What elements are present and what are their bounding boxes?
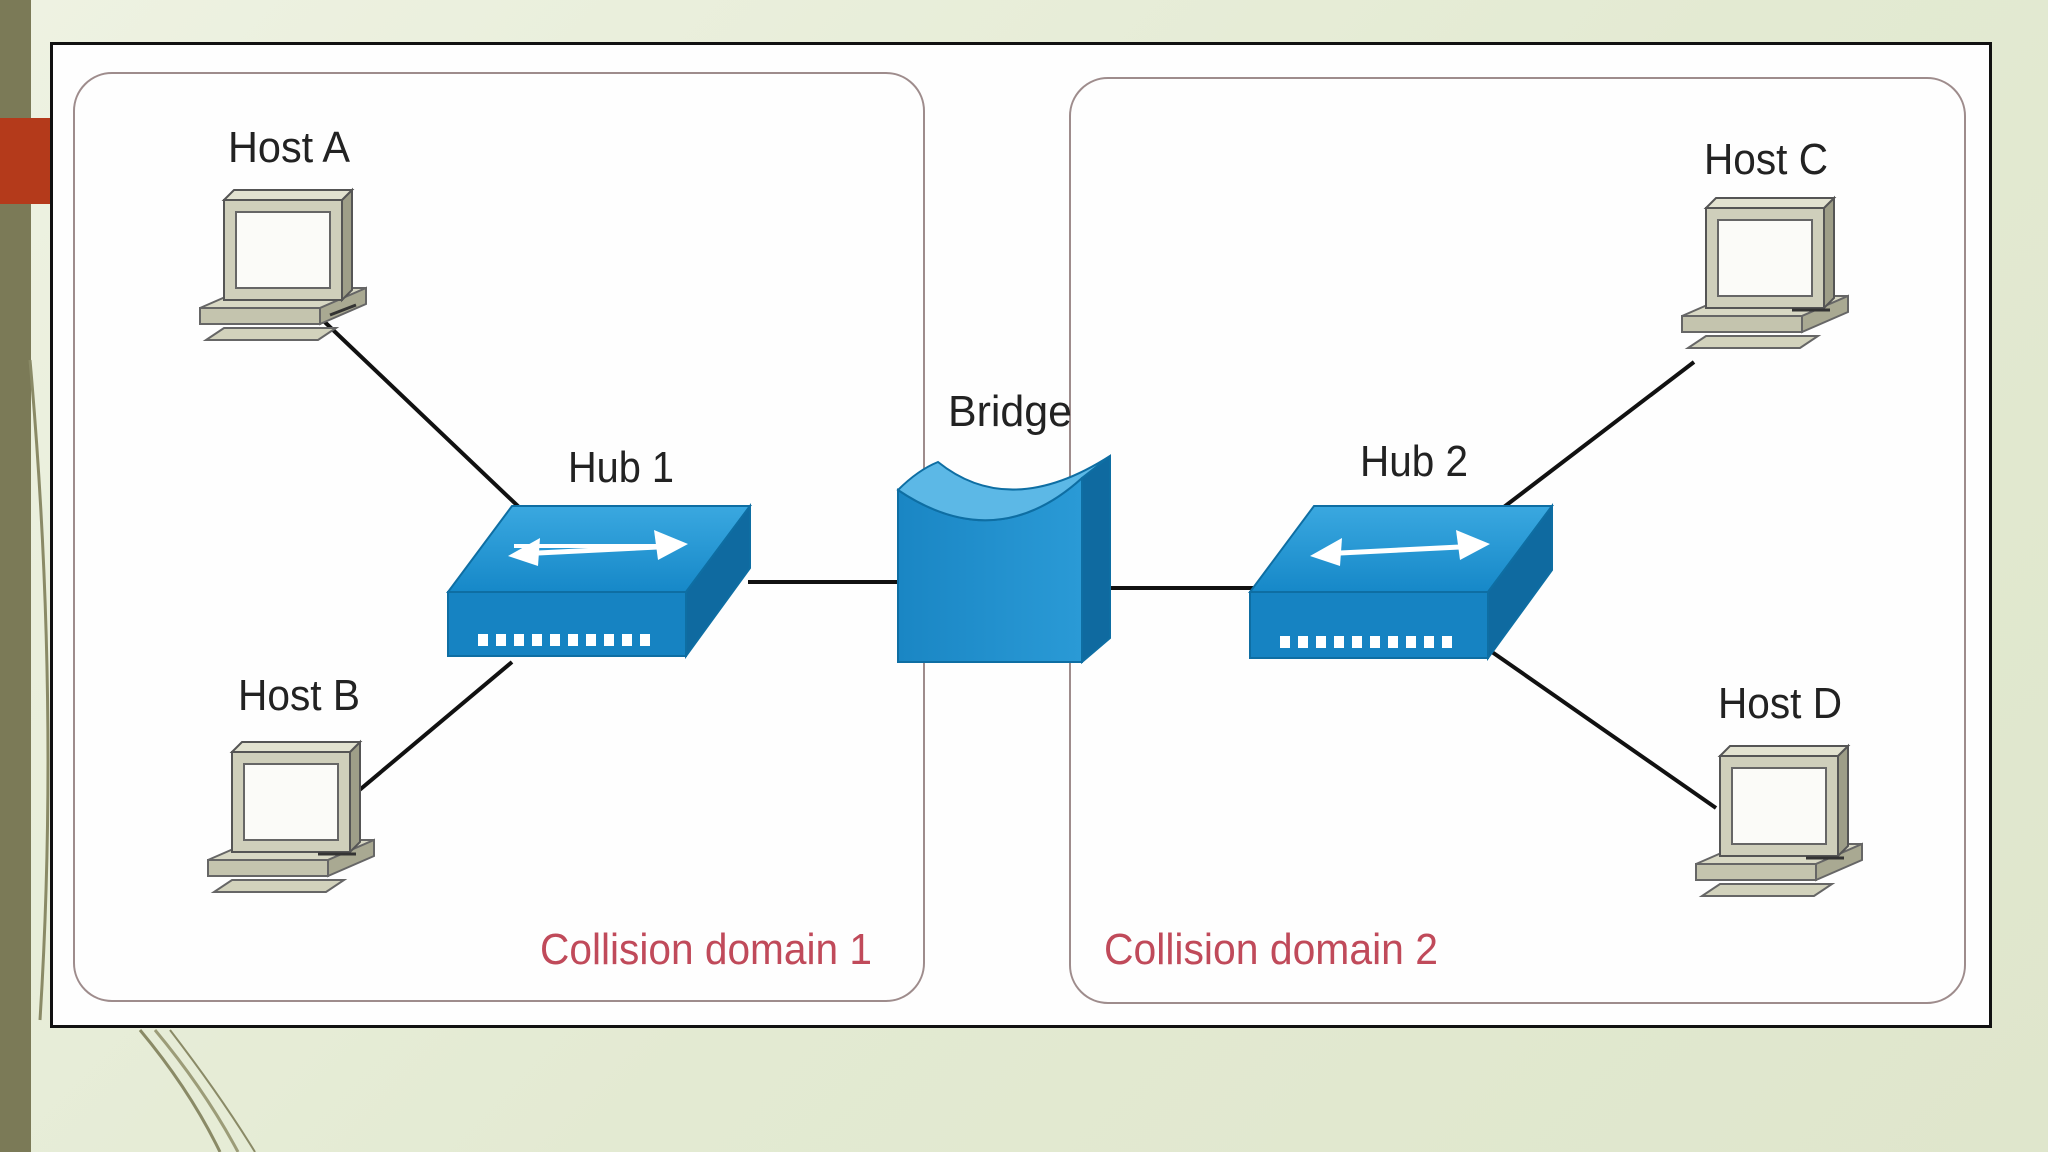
link-host-b-hub-1 [336,660,514,810]
bridge-label: Bridge [948,387,1072,436]
host-b-computer-icon [207,739,375,893]
host-d-computer-icon [1695,743,1863,897]
host-a-label: Host A [228,123,351,172]
hub-2-icon [1248,502,1554,662]
host-c-label: Host C [1704,135,1828,184]
hub-1-icon [446,502,752,660]
collision-domain-2-label: Collision domain 2 [1104,925,1438,974]
bridge-icon [896,453,1111,665]
host-c-computer-icon [1681,195,1849,349]
hub-1-label: Hub 1 [568,443,674,492]
host-d-label: Host D [1718,679,1842,728]
host-b-label: Host B [238,671,360,720]
link-host-a-hub-1 [308,306,524,512]
hub-2-label: Hub 2 [1360,437,1468,486]
collision-domain-1-label: Collision domain 1 [540,925,872,974]
link-hub-2-host-d [1490,650,1718,810]
host-a-computer-icon [199,187,367,341]
slide-accent-marker [0,118,52,204]
link-hub-2-host-c [1498,360,1696,512]
